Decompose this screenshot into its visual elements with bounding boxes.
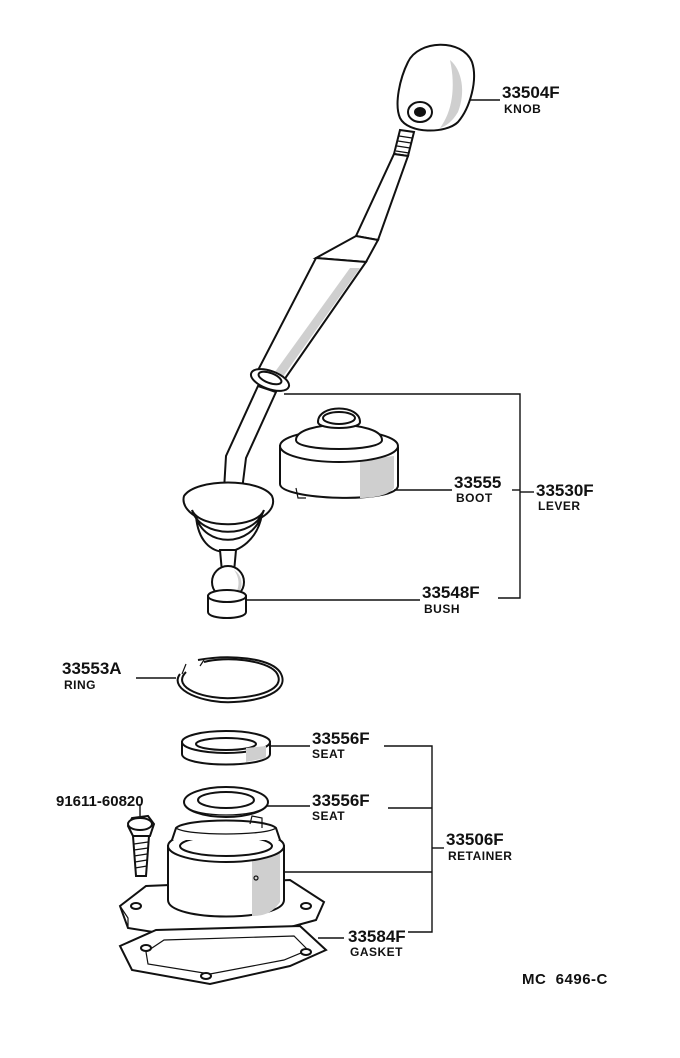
part-name-ring: RING (64, 678, 96, 692)
lower-seat-drawing (183, 786, 269, 818)
gasket-drawing (118, 924, 328, 986)
leader-lines (136, 99, 534, 939)
part-number-bush: 33548F (422, 583, 480, 602)
label-bolt: 91611-60820 (56, 793, 144, 810)
part-name-boot: BOOT (456, 491, 493, 505)
part-name-lever: LEVER (538, 499, 581, 513)
part-number-seat-lower: 33556F (312, 791, 370, 810)
part-number-lever: 33530F (536, 481, 594, 500)
upper-seat-drawing (181, 730, 271, 766)
label-knob: 33504F KNOB (502, 83, 560, 116)
part-name-knob: KNOB (504, 102, 541, 116)
bush-drawing (207, 589, 247, 619)
part-number-boot: 33555 (454, 473, 501, 492)
part-name-retainer: RETAINER (448, 849, 512, 863)
label-ring: 33553A RING (62, 659, 122, 692)
ring-drawing (176, 656, 284, 704)
part-name-gasket: GASKET (350, 945, 403, 959)
label-lever: 33530F LEVER (536, 481, 594, 513)
label-gasket: 33584F GASKET (348, 927, 406, 959)
part-number-ring: 33553A (62, 659, 122, 678)
diagram-code: MC 6496-C (522, 971, 608, 988)
knob-drawing (396, 43, 476, 132)
label-boot: 33555 BOOT (454, 473, 501, 505)
part-name-bush: BUSH (424, 602, 460, 616)
part-number-bolt: 91611-60820 (56, 793, 144, 810)
part-number-seat-upper: 33556F (312, 729, 370, 748)
label-seat-lower: 33556F SEAT (312, 791, 370, 823)
part-number-retainer: 33506F (446, 830, 504, 849)
part-number-knob: 33504F (502, 83, 560, 102)
label-seat-upper: 33556F SEAT (312, 729, 370, 761)
part-name-seat-lower: SEAT (312, 809, 345, 823)
label-bush: 33548F BUSH (422, 583, 480, 616)
boot-drawing (279, 407, 399, 499)
label-retainer: 33506F RETAINER (446, 830, 512, 863)
part-name-seat-upper: SEAT (312, 747, 345, 761)
part-number-gasket: 33584F (348, 927, 406, 946)
lever-drawing (182, 128, 416, 599)
bolt-drawing (126, 814, 156, 877)
